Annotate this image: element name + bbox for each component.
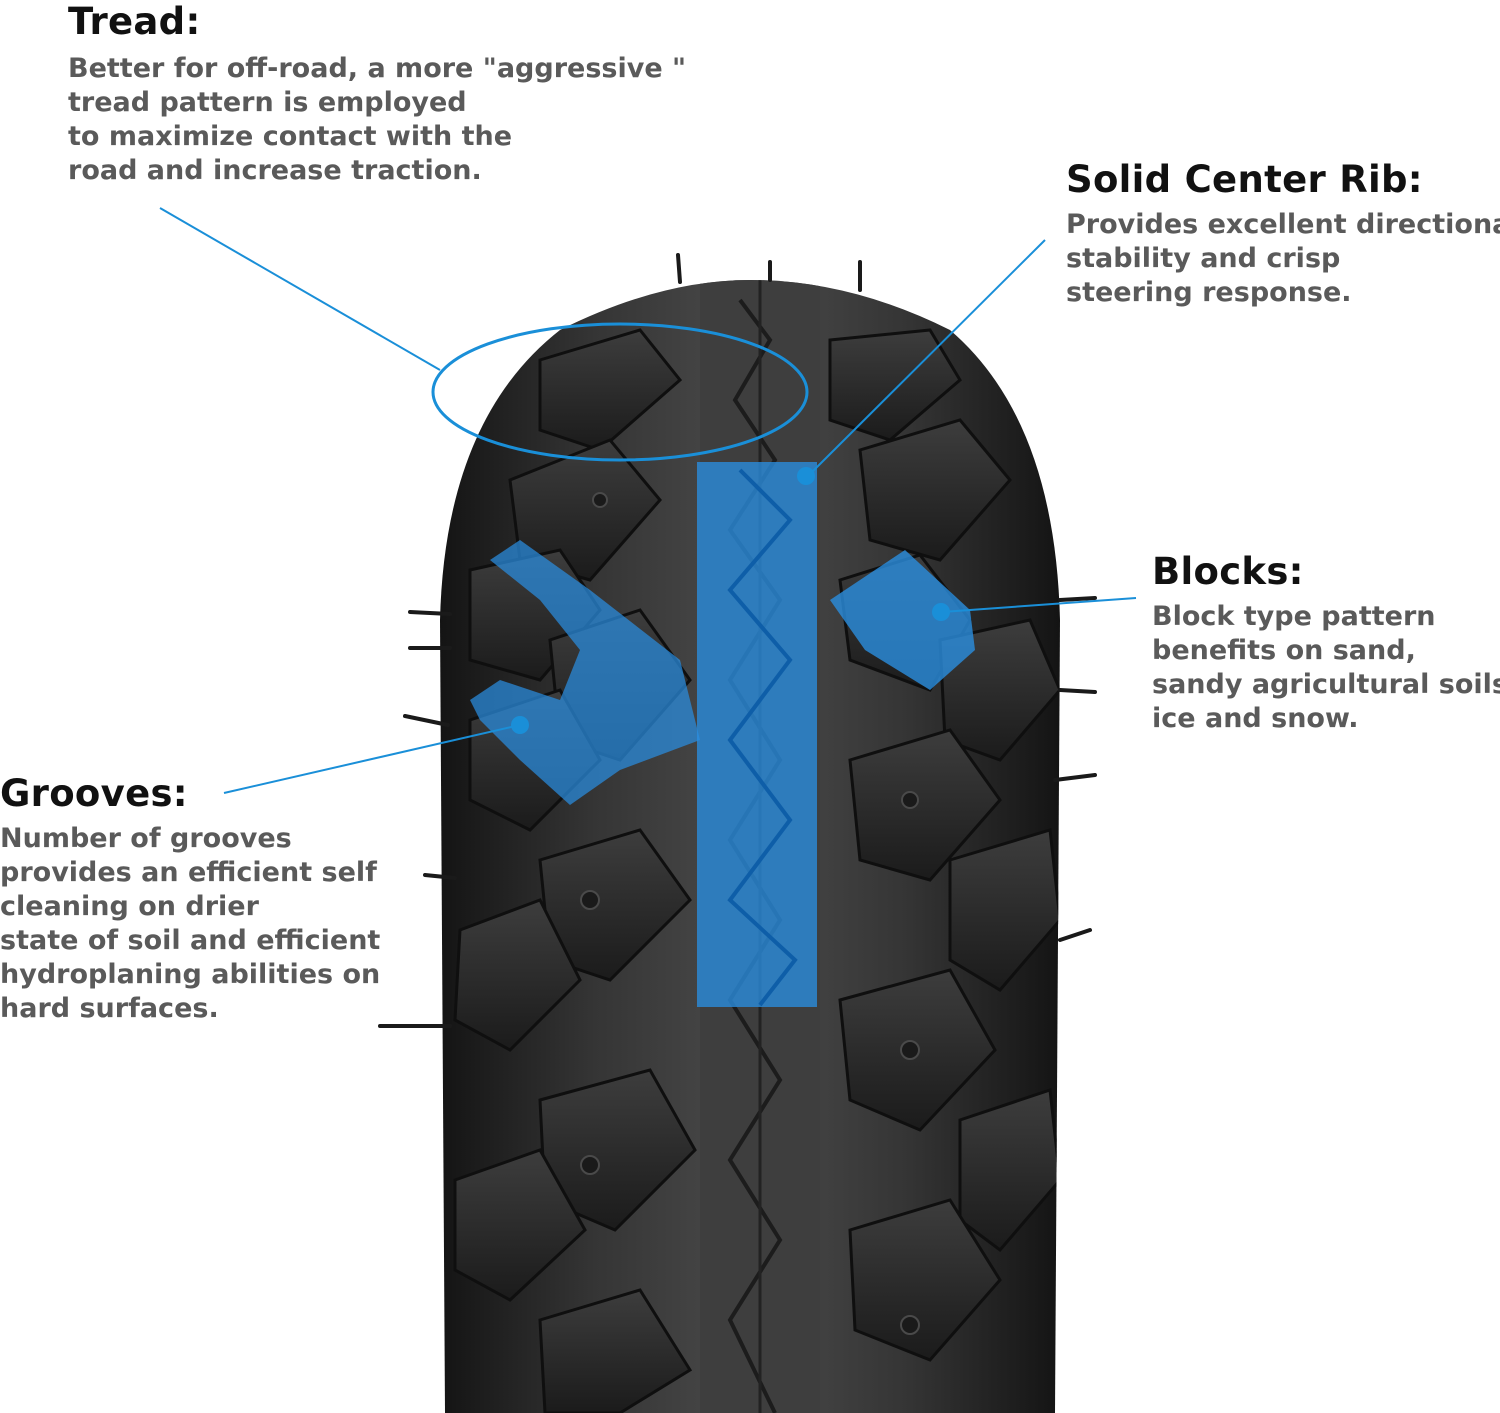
blocks-description: Block type pattern benefits on sand, san…: [1152, 600, 1500, 736]
blocks-desc-line: sandy agricultural soils,: [1152, 669, 1500, 700]
tread-desc-line: Better for off-road, a more "aggressive …: [68, 53, 687, 84]
tread-leader-line: [159, 207, 441, 371]
rib-callout: Solid Center Rib: Provides excellent dir…: [1066, 158, 1500, 310]
rib-leader-line: [807, 239, 1046, 477]
rib-title: Solid Center Rib:: [1066, 158, 1423, 201]
tread-ellipse: [431, 322, 809, 462]
grooves-desc-line: provides an efficient self: [0, 857, 377, 888]
rib-highlight: [697, 462, 817, 1007]
grooves-desc-line: Number of grooves: [0, 823, 292, 854]
blocks-leader-line: [941, 597, 1137, 613]
grooves-leader-dot: [511, 716, 529, 734]
tread-description: Better for off-road, a more "aggressive …: [68, 52, 686, 188]
blocks-desc-line: Block type pattern: [1152, 601, 1436, 632]
grooves-desc-line: cleaning on drier: [0, 891, 259, 922]
tread-desc-line: to maximize contact with the: [68, 121, 513, 152]
rib-leader-dot: [797, 467, 815, 485]
grooves-callout: Grooves: Number of grooves provides an e…: [0, 772, 380, 1026]
tread-title: Tread:: [68, 0, 201, 43]
blocks-title: Blocks:: [1152, 550, 1304, 593]
blocks-desc-line: ice and snow.: [1152, 703, 1359, 734]
tread-desc-line: tread pattern is employed: [68, 87, 467, 118]
grooves-leader-line: [223, 724, 521, 794]
rib-desc-line: steering response.: [1066, 277, 1352, 308]
grooves-description: Number of grooves provides an efficient …: [0, 822, 380, 1026]
grooves-desc-line: state of soil and efficient: [0, 925, 381, 956]
blocks-callout: Blocks: Block type pattern benefits on s…: [1152, 550, 1500, 736]
rib-description: Provides excellent directional stability…: [1066, 208, 1500, 310]
tread-callout: Tread: Better for off-road, a more "aggr…: [68, 0, 686, 188]
block-highlight: [830, 550, 975, 690]
groove-highlight: [470, 540, 700, 805]
rib-desc-line: stability and crisp: [1066, 243, 1341, 274]
tread-desc-line: road and increase traction.: [68, 155, 482, 186]
grooves-desc-line: hard surfaces.: [0, 993, 219, 1024]
tread-pattern: [453, 280, 1060, 1413]
rib-desc-line: Provides excellent directional: [1066, 209, 1500, 240]
grooves-desc-line: hydroplaning abilities on: [0, 959, 381, 990]
tire-whiskers: [378, 253, 1097, 1028]
blocks-desc-line: benefits on sand,: [1152, 635, 1416, 666]
grooves-title: Grooves:: [0, 772, 188, 815]
blocks-leader-dot: [932, 603, 950, 621]
